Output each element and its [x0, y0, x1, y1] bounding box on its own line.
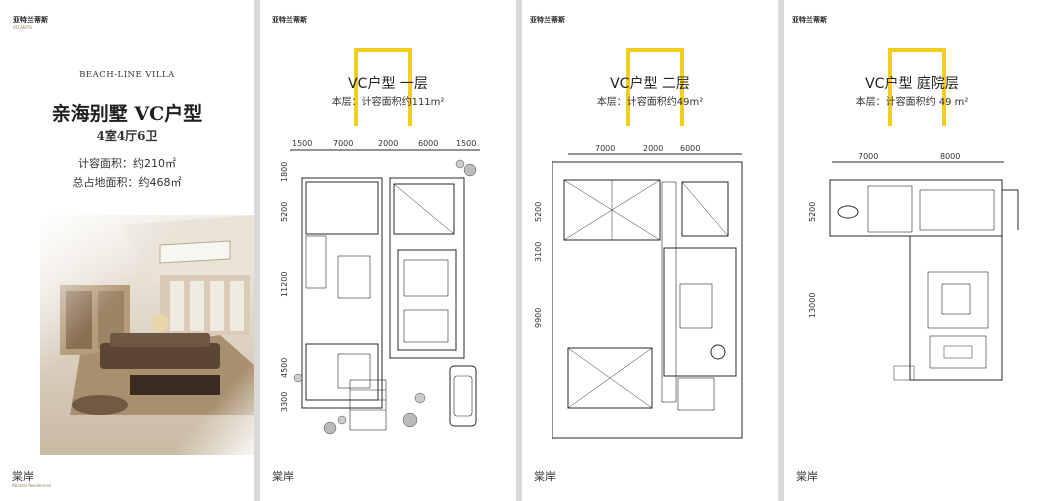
brand-logo: 亚特兰蒂斯 — [272, 16, 307, 24]
dim-side-0: 1800 — [280, 161, 289, 182]
dim-side-0: 5200 — [808, 201, 817, 222]
dim-side-0: 5200 — [534, 201, 543, 222]
dim-top-2: 6000 — [680, 144, 701, 153]
plan-subtitle: 本层：计容面积约 49 m² — [855, 97, 969, 108]
brand-mark: 棠岸 — [272, 470, 294, 483]
plan-title: VC户型 庭院层 — [865, 76, 959, 92]
floor-plan-panel-3: 亚特兰蒂斯 VC户型 庭院层 本层：计容面积约 49 m² 7000 8000 … — [784, 0, 1054, 501]
dim-top-1: 8000 — [940, 152, 961, 161]
dim-side-1: 13000 — [808, 292, 817, 318]
interior-rendering — [40, 215, 254, 455]
title-bracket-top — [888, 48, 946, 126]
plan-subtitle: 本层：计容面积约111m² — [331, 97, 445, 108]
brand-logo: 亚特兰蒂斯 — [13, 16, 48, 24]
plan-subtitle: 本层：计容面积约49m² — [596, 97, 704, 108]
dim-top-1: 7000 — [333, 139, 354, 148]
dim-top-0: 7000 — [858, 152, 879, 161]
dim-top-2: 2000 — [378, 139, 399, 148]
dim-top-0: 7000 — [595, 144, 616, 153]
brand-mark: 棠岸 — [12, 470, 34, 483]
plan-title: VC户型 二层 — [610, 76, 690, 92]
dim-side-1: 3100 — [534, 241, 543, 262]
floor-plan-drawing-1 — [290, 149, 480, 435]
brand-logo-sub: ATLANTIS — [13, 25, 33, 30]
area-label: 计容面积：约210㎡ — [78, 157, 176, 170]
dim-top-1: 2000 — [643, 144, 664, 153]
subtitle-en: BEACH-LINE VILLA — [79, 70, 175, 80]
brand-mark: 棠岸 — [796, 470, 818, 483]
floor-plan-drawing-2 — [552, 153, 743, 439]
brand-logo: 亚特兰蒂斯 — [792, 16, 827, 24]
floor-plan-drawing-3 — [829, 161, 1019, 381]
room-count: 4室4厅6卫 — [96, 129, 158, 143]
title-bracket-top — [354, 48, 412, 126]
dim-top-0: 1500 — [292, 139, 313, 148]
land-area-label: 总占地面积：约468㎡ — [72, 176, 182, 189]
dim-top-3: 6000 — [418, 139, 439, 148]
page-title: 亲海别墅 VC户型 — [51, 103, 203, 125]
dim-side-4: 3300 — [280, 391, 289, 412]
brand-logo: 亚特兰蒂斯 — [530, 16, 565, 24]
brand-mark: 棠岸 — [534, 470, 556, 483]
brand-mark-sub: Atlantis Residences — [12, 483, 51, 488]
floor-plan-panel-2: 亚特兰蒂斯 VC户型 二层 本层：计容面积约49m² 7000 2000 600… — [522, 0, 778, 501]
floor-plan-panel-1: 亚特兰蒂斯 VC户型 一层 本层：计容面积约111m² 1500 7000 20… — [260, 0, 516, 501]
dim-top-4: 1500 — [456, 139, 477, 148]
dim-side-3: 4500 — [280, 357, 289, 378]
dim-side-2: 11200 — [280, 271, 289, 297]
intro-panel: 亚特兰蒂斯 ATLANTIS BEACH-LINE VILLA 亲海别墅 VC户… — [0, 0, 254, 501]
dim-side-1: 5200 — [280, 201, 289, 222]
title-bracket-top — [626, 48, 684, 126]
dim-side-2: 9900 — [534, 307, 543, 328]
plan-title: VC户型 一层 — [348, 76, 428, 92]
